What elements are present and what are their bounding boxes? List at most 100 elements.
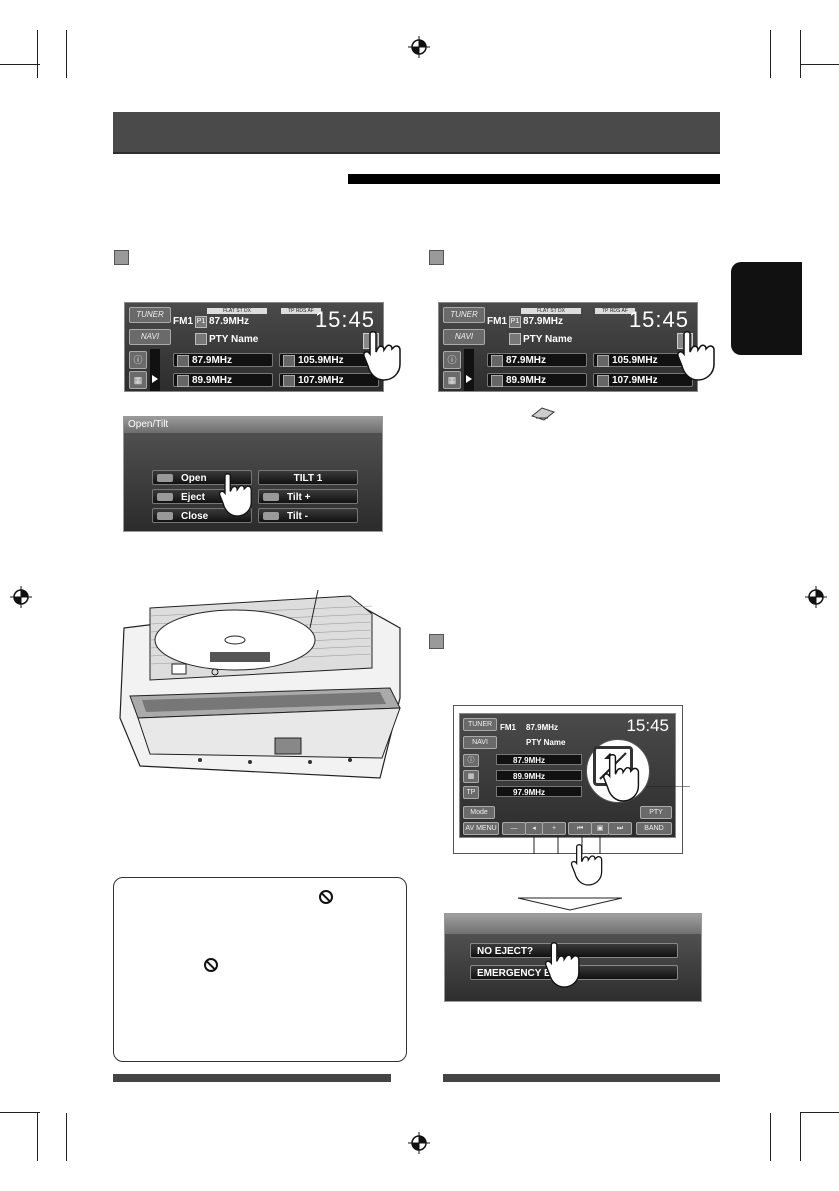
tilt-value: TILT 1 bbox=[258, 470, 358, 485]
preset-chip: P1 bbox=[195, 316, 207, 328]
step-marker bbox=[429, 250, 444, 265]
av-menu-button[interactable]: AV MENU bbox=[463, 822, 499, 835]
list-arrow[interactable] bbox=[150, 349, 160, 391]
tuner-screen-right: TUNER NAVI ⓘ ▦ FLAT ST DX TP RDS AF FM1 … bbox=[438, 302, 698, 392]
crop-mark bbox=[770, 30, 771, 78]
indicator-dx: DX bbox=[243, 308, 251, 314]
indicator-row: FLAT ST DX bbox=[207, 308, 267, 314]
close-icon bbox=[157, 512, 173, 520]
step-marker bbox=[114, 250, 129, 265]
navi-button[interactable]: NAVI bbox=[443, 329, 485, 345]
clock: 15:45 bbox=[628, 307, 689, 332]
crop-mark bbox=[800, 64, 839, 65]
crop-mark bbox=[800, 1112, 839, 1113]
crop-mark bbox=[770, 1113, 771, 1161]
crop-mark bbox=[0, 64, 40, 65]
crop-mark bbox=[66, 30, 67, 78]
volume-plus-button[interactable]: + bbox=[542, 822, 566, 835]
info-icon[interactable]: ⓘ bbox=[129, 351, 147, 369]
crop-mark bbox=[66, 1113, 67, 1161]
prohibited-icon bbox=[204, 958, 218, 972]
tuner-button[interactable]: TUNER bbox=[443, 307, 485, 323]
current-frequency: 87.9MHz bbox=[523, 316, 564, 327]
pty-button[interactable]: PTY bbox=[640, 806, 672, 819]
band-button[interactable]: BAND bbox=[636, 822, 672, 835]
registration-mark-icon bbox=[408, 36, 430, 58]
display-icon[interactable]: ▣ bbox=[591, 822, 609, 835]
current-frequency: 87.9MHz bbox=[526, 723, 559, 732]
list-icon[interactable]: ▦ bbox=[463, 770, 479, 783]
band-label: FM1 bbox=[500, 723, 516, 732]
tilt-icon bbox=[530, 407, 556, 421]
prohibited-icon bbox=[319, 890, 333, 904]
pty-chip bbox=[195, 333, 207, 345]
header-band bbox=[113, 112, 720, 154]
hand-pointer-icon bbox=[603, 754, 640, 802]
info-icon[interactable]: ⓘ bbox=[443, 351, 461, 369]
preset-button[interactable]: 107.9MHz bbox=[279, 373, 379, 387]
eject-icon bbox=[157, 493, 173, 501]
preset-button[interactable]: 87.9MHz bbox=[496, 754, 582, 765]
crop-mark bbox=[37, 30, 38, 78]
tilt-minus-icon bbox=[263, 512, 279, 520]
tilt-minus-button[interactable]: Tilt - bbox=[258, 508, 358, 523]
open-tilt-dialog: Open/Tilt Open Eject Close TILT 1 Tilt +… bbox=[123, 416, 383, 532]
preset-chip: P1 bbox=[509, 316, 521, 328]
hand-pointer-icon bbox=[570, 844, 603, 886]
list-icon[interactable]: ▦ bbox=[443, 371, 461, 389]
preset-button[interactable]: 105.9MHz bbox=[279, 353, 379, 367]
pty-name: PTY Name bbox=[523, 334, 573, 345]
registration-mark-icon bbox=[10, 586, 32, 608]
navi-button[interactable]: NAVI bbox=[463, 736, 497, 749]
indicator-flat: FLAT bbox=[223, 308, 235, 314]
hand-pointer-icon bbox=[677, 331, 715, 381]
step-marker bbox=[429, 634, 444, 649]
tilt-plus-button[interactable]: Tilt + bbox=[258, 489, 358, 504]
open-icon bbox=[157, 474, 173, 482]
preset-button[interactable]: 89.9MHz bbox=[487, 373, 587, 387]
tp-button[interactable]: TP bbox=[463, 786, 479, 799]
pty-name: PTY Name bbox=[526, 738, 566, 747]
preset-button[interactable]: 105.9MHz bbox=[593, 353, 693, 367]
next-icon[interactable]: ⏭ bbox=[608, 822, 632, 835]
hand-pointer-icon bbox=[218, 473, 252, 517]
list-icon[interactable]: ▦ bbox=[129, 371, 147, 389]
preset-button[interactable]: 87.9MHz bbox=[173, 353, 273, 367]
tuner-button[interactable]: TUNER bbox=[463, 718, 497, 731]
info-icon[interactable]: ⓘ bbox=[463, 754, 479, 767]
band-label: FM1 bbox=[487, 316, 507, 327]
registration-mark-icon bbox=[408, 1132, 430, 1154]
registration-mark-icon bbox=[805, 586, 827, 608]
preset-button[interactable]: 107.9MHz bbox=[593, 373, 693, 387]
device-illustration bbox=[119, 589, 401, 779]
preset-button[interactable]: 97.9MHz bbox=[496, 786, 582, 797]
language-tab bbox=[731, 262, 802, 355]
mode-button[interactable]: Mode bbox=[463, 806, 495, 819]
crop-mark bbox=[0, 1112, 40, 1113]
navi-button[interactable]: NAVI bbox=[129, 329, 171, 345]
tuner-button[interactable]: TUNER bbox=[129, 307, 171, 323]
dialog-title-bar bbox=[445, 914, 701, 934]
indicator-st: ST bbox=[236, 308, 243, 314]
preset-button[interactable]: 89.9MHz bbox=[173, 373, 273, 387]
crop-mark bbox=[800, 1113, 801, 1161]
clock: 15:45 bbox=[626, 716, 669, 735]
preset-button[interactable]: 87.9MHz bbox=[487, 353, 587, 367]
indicator-tp-rds: TP RDS AF bbox=[281, 308, 321, 314]
hand-pointer-icon bbox=[363, 331, 401, 381]
down-arrow-icon bbox=[517, 897, 623, 911]
preset-button[interactable]: 89.9MHz bbox=[496, 770, 582, 781]
tilt-plus-icon bbox=[263, 493, 279, 501]
clock: 15:45 bbox=[314, 307, 375, 332]
callout-lines bbox=[533, 786, 690, 854]
section-rule bbox=[348, 174, 720, 184]
emergency-eject-dialog: NO EJECT? EMERGENCY EJECT bbox=[444, 913, 702, 1002]
volume-minus-button[interactable]: — bbox=[502, 822, 526, 835]
list-arrow[interactable] bbox=[464, 349, 474, 391]
pty-chip bbox=[509, 333, 521, 345]
caution-box bbox=[113, 877, 407, 1062]
crop-mark bbox=[37, 1113, 38, 1161]
tuner-screen-left: TUNER NAVI ⓘ ▦ FLAT ST DX TP RDS AF FM1 … bbox=[124, 302, 384, 392]
crop-mark bbox=[800, 30, 801, 78]
dialog-title: Open/Tilt bbox=[124, 417, 382, 433]
